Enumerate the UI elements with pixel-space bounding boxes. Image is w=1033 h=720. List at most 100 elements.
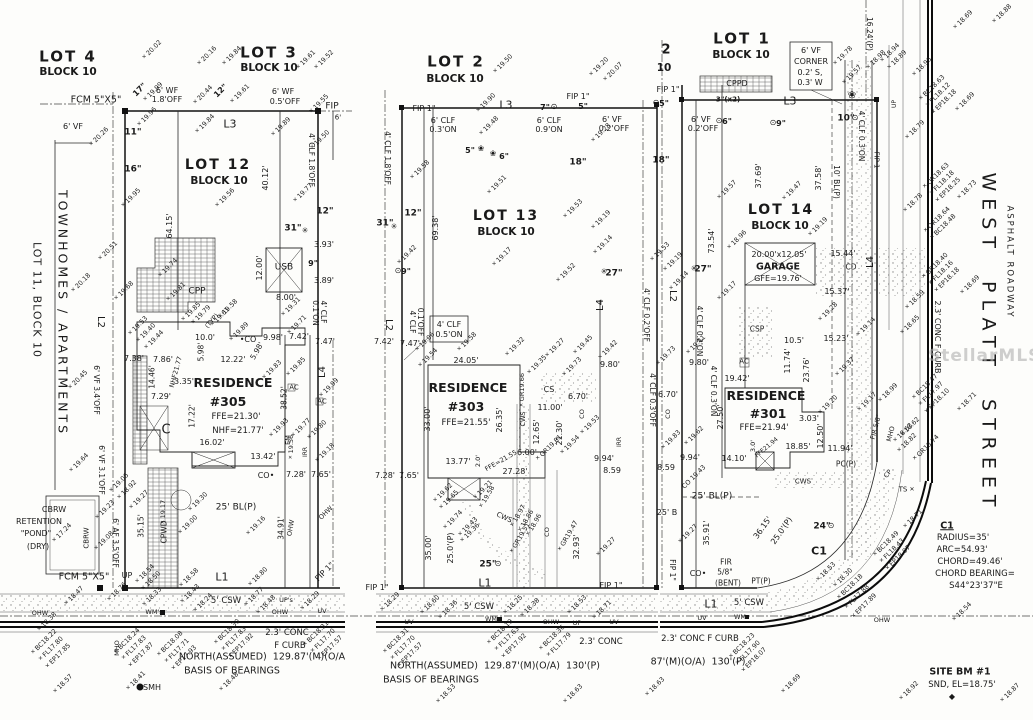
plan-label: OHW	[31, 608, 49, 617]
plan-label: 15.44'	[830, 249, 856, 258]
plan-label: CS	[543, 385, 555, 394]
plan-label: RETENTION	[15, 517, 63, 526]
plan-label: FIP 1"	[566, 92, 590, 101]
plan-label: L1	[478, 576, 492, 590]
plan-label: ⊙	[394, 266, 402, 275]
plan-label: 19.57	[716, 178, 738, 201]
plan-label: 38.52'	[279, 386, 289, 410]
plan-label: 18.36	[437, 598, 459, 621]
plan-label: 0.2' S,	[797, 68, 823, 77]
plan-label: 4' CLF 1.8'OFF	[306, 133, 316, 187]
plan-label: EM	[283, 435, 292, 445]
plan-label: 10.0'	[194, 333, 216, 342]
benchmark-elev: SND, EL=18.75'	[928, 679, 996, 690]
plan-label: 19.45	[572, 333, 594, 356]
plan-label: 18.80	[247, 565, 269, 588]
plan-label: 26.35'	[495, 407, 504, 433]
plan-label: 19.73	[655, 344, 677, 367]
plan-label: NHF=21.77'	[212, 425, 264, 436]
plan-label: FFE21.94	[753, 435, 780, 460]
plan-label: 25"	[479, 559, 497, 570]
plan-label: 24.05'	[453, 356, 479, 365]
plan-label: 5' CSW	[210, 595, 242, 606]
plan-label: 9.98'	[262, 333, 284, 342]
plan-label: 18.76	[106, 580, 128, 603]
plan-label: 18.88	[991, 2, 1013, 25]
residence-301-label: RESIDENCE	[726, 387, 806, 403]
plan-label: CO•	[689, 569, 707, 578]
plan-label: L3	[783, 94, 797, 108]
plan-label: CP	[882, 468, 894, 480]
plan-label: 16.02'	[199, 438, 225, 447]
plan-label: 8.00'	[275, 293, 297, 302]
plan-label: 19.52	[555, 261, 577, 284]
plan-label: ⊙	[851, 113, 859, 122]
plan-label: CORNER	[793, 57, 829, 66]
plan-label: 3.35'	[173, 377, 195, 386]
plan-label: 19.37	[834, 355, 856, 378]
plan-label: 20.02	[141, 38, 163, 61]
curve-radius: RADIUS=35'	[936, 532, 990, 543]
townhomes-note: TOWNHOMES / APARTMENTS	[55, 189, 71, 437]
plan-label: 19.14	[592, 233, 614, 256]
plan-label: ◆	[948, 692, 956, 701]
plan-label: 18.47	[63, 584, 85, 607]
plan-label: 19.19	[662, 250, 684, 273]
plan-label: 6.00'	[516, 448, 538, 457]
plan-label: FFE=21.30'	[211, 411, 261, 422]
plan-label: 19.17	[716, 279, 738, 302]
plan-label: 33.00'	[423, 406, 432, 432]
plan-label: 7.28'	[374, 471, 396, 480]
plan-label: BASIS OF BEARINGS	[184, 665, 280, 677]
plan-label: LOT 13	[472, 208, 540, 224]
plan-label: 2.0'	[473, 454, 482, 468]
plan-label: 4' CLF	[318, 300, 328, 324]
plan-label: 73.54'	[707, 228, 716, 254]
plan-label: 7"	[540, 103, 550, 112]
plan-label: C1	[811, 544, 827, 558]
plan-label: UP	[891, 99, 898, 109]
plan-label: SMH	[143, 683, 161, 692]
plan-label: FIP 1"	[412, 104, 436, 113]
plan-label: LOT 3	[240, 43, 298, 62]
plan-label: CBRW	[82, 527, 91, 549]
plan-label: 19.14	[855, 315, 877, 338]
plan-label: ⊙	[652, 98, 660, 107]
plan-label: 9"	[776, 119, 786, 128]
setback-lines	[682, 100, 833, 498]
plan-label: 37.58'	[814, 165, 823, 191]
fence-ohw-lines	[0, 0, 1033, 617]
plan-label: 9.80'	[688, 358, 710, 367]
plan-label: ⊙	[550, 102, 558, 111]
plan-label: C	[161, 422, 171, 438]
concrete-stipple-areas	[0, 60, 928, 612]
plan-label: 12.00'	[255, 255, 264, 281]
plan-label: 20.18	[70, 271, 92, 294]
plan-label: FIP 1"	[313, 560, 336, 583]
plan-label: 0.9'ON	[535, 125, 563, 134]
plan-label: 19.42'	[724, 374, 750, 383]
plan-label: CSP	[749, 324, 765, 334]
plan-label: 25.0'(P)	[446, 532, 455, 564]
curve-id: C1	[940, 520, 954, 532]
plan-label: S44°23'37"E	[949, 580, 1003, 591]
plan-label: 7.65'	[398, 471, 420, 480]
plan-label: 5' CSW	[733, 597, 765, 608]
plan-label: 9.94'	[593, 454, 615, 463]
plan-label: ❀	[847, 90, 857, 101]
plan-label: AC	[289, 383, 299, 392]
plan-label: 20.00'x12.05'	[751, 250, 807, 259]
plan-label: UV	[609, 617, 619, 626]
plan-label: 19.19	[807, 215, 829, 238]
plan-label: 25.0'(P)	[768, 515, 795, 547]
plan-label: 19.27	[544, 336, 566, 359]
plan-label: 14.46'	[147, 365, 157, 389]
plan-label: L1	[704, 597, 718, 611]
plan-label: 13.42'	[250, 452, 276, 461]
plan-label: CPP	[188, 286, 206, 297]
plan-label: 4' CLF	[436, 320, 462, 329]
plan-label: •CO	[239, 335, 257, 344]
plan-label: WM's	[145, 607, 163, 616]
plan-label: 19.74	[157, 256, 179, 279]
